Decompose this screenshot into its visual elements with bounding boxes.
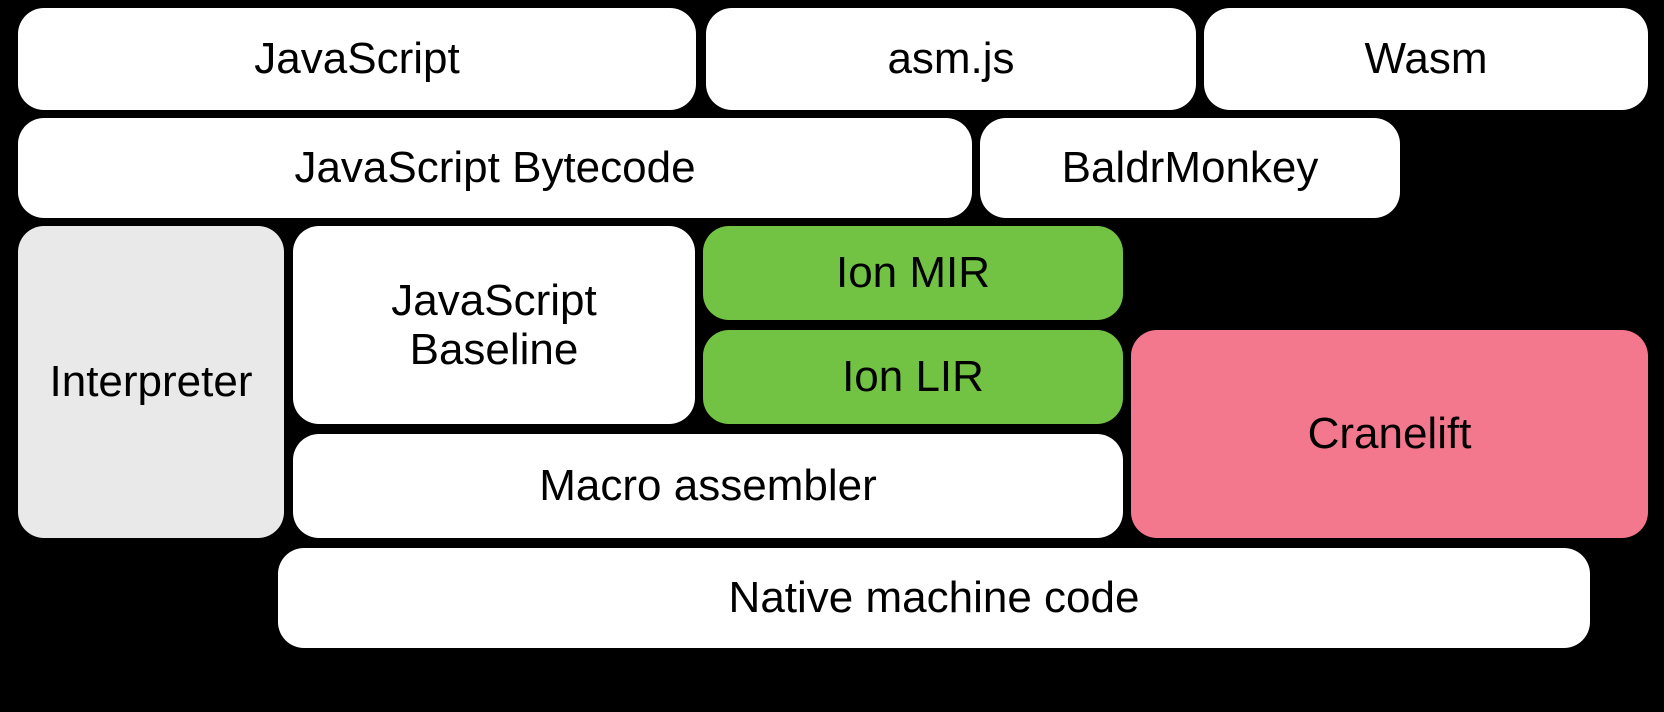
- node-wasm[interactable]: Wasm: [1204, 8, 1648, 110]
- node-javascript-bytecode[interactable]: JavaScript Bytecode: [18, 118, 972, 218]
- node-javascript-baseline[interactable]: JavaScript Baseline: [293, 226, 695, 424]
- node-interpreter[interactable]: Interpreter: [18, 226, 284, 538]
- node-javascript[interactable]: JavaScript: [18, 8, 696, 110]
- node-baldrmonkey[interactable]: BaldrMonkey: [980, 118, 1400, 218]
- node-macro-assembler[interactable]: Macro assembler: [293, 434, 1123, 538]
- node-cranelift[interactable]: Cranelift: [1131, 330, 1648, 538]
- node-asm-js[interactable]: asm.js: [706, 8, 1196, 110]
- node-native-machine-code[interactable]: Native machine code: [278, 548, 1590, 648]
- node-ion-lir[interactable]: Ion LIR: [703, 330, 1123, 424]
- node-ion-mir[interactable]: Ion MIR: [703, 226, 1123, 320]
